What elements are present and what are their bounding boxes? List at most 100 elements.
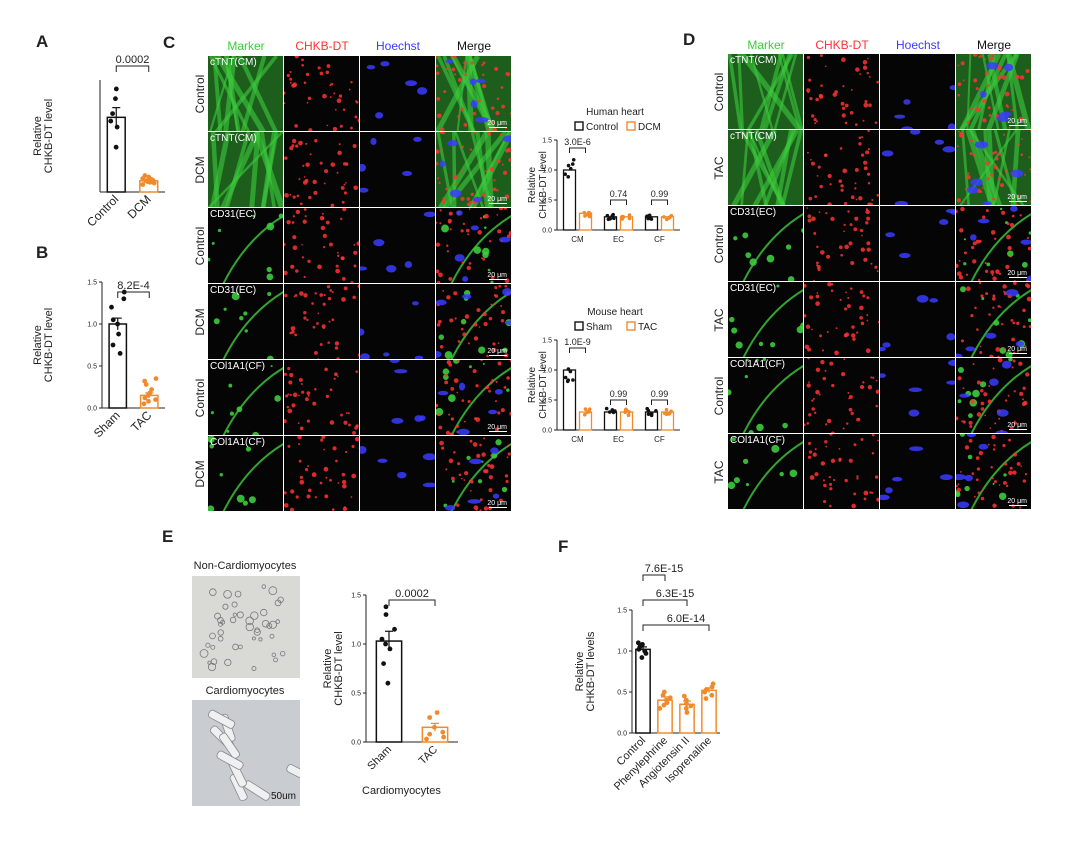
nucleus [996, 409, 1009, 417]
red-spot [325, 70, 330, 75]
red-spot [839, 298, 842, 301]
red-spot [301, 243, 303, 246]
micrograph-image [806, 130, 879, 205]
red-spot [329, 96, 332, 98]
nucleus [494, 389, 503, 395]
green-spot [208, 257, 211, 262]
red-spot [306, 318, 309, 322]
red-spot [299, 426, 304, 431]
red-spot [816, 245, 819, 249]
fiber [438, 132, 490, 207]
red-spot [815, 301, 820, 306]
data-point [703, 696, 709, 701]
red-spot [488, 316, 493, 321]
red-spot [337, 254, 340, 258]
data-point [153, 397, 158, 402]
red-spot [320, 225, 326, 231]
bar-sham-ec [603, 411, 618, 431]
marker-label: CD31(EC) [730, 283, 777, 294]
red-spot [464, 471, 469, 476]
red-spot [862, 381, 865, 384]
vessel [742, 365, 803, 433]
red-spot [342, 208, 347, 212]
p-value-label: 6.0E-14 [667, 613, 706, 625]
red-spot [867, 385, 873, 390]
green-spot [1028, 231, 1031, 235]
micrograph-image [436, 56, 511, 131]
red-spot [875, 389, 879, 394]
red-spot [1007, 246, 1012, 251]
red-spot [876, 80, 879, 84]
data-point [424, 736, 429, 742]
red-spot [1015, 204, 1019, 205]
p-value-label: 0.0002 [395, 588, 429, 600]
red-spot [494, 294, 499, 298]
green-spot [744, 374, 748, 379]
micrograph-cell: 20 μm [436, 436, 512, 512]
red-spot [484, 469, 489, 474]
red-spot [505, 148, 510, 153]
scale-bar-label: 20 μm [1007, 346, 1027, 353]
red-spot [294, 333, 297, 337]
red-spot [355, 424, 359, 428]
red-spot [504, 284, 508, 288]
red-spot [325, 220, 330, 225]
red-spot [335, 268, 340, 274]
data-point [605, 213, 610, 218]
red-spot [499, 498, 503, 503]
red-spot [478, 99, 481, 103]
red-spot [869, 491, 872, 494]
red-spot [482, 257, 486, 261]
red-spot [1028, 156, 1031, 159]
fiber [986, 130, 996, 205]
fiber [777, 54, 801, 129]
red-spot [850, 88, 853, 91]
micrograph-cell [284, 56, 360, 132]
red-spot [992, 367, 995, 370]
red-spot [842, 168, 848, 174]
red-spot [289, 146, 294, 151]
red-spot [874, 475, 879, 479]
red-spot [1013, 282, 1017, 285]
red-spot [859, 305, 864, 311]
red-spot [437, 413, 441, 417]
cell [277, 596, 284, 603]
red-spot [311, 302, 314, 305]
cell [275, 619, 281, 624]
nucleus [422, 482, 435, 488]
red-spot [805, 324, 811, 329]
red-spot [476, 308, 481, 313]
nucleus [380, 61, 390, 67]
column-header-marker: Marker [747, 38, 785, 52]
nucleus [449, 189, 462, 198]
cell [209, 632, 216, 640]
marker-label: CD31(EC) [730, 207, 777, 218]
red-spot [286, 73, 290, 78]
p-value-label: 0.99 [651, 189, 669, 199]
red-spot [284, 156, 288, 160]
column-header-hoechst: Hoechst [375, 39, 421, 53]
red-spot [960, 471, 962, 473]
nucleus [939, 474, 953, 481]
red-spot [840, 371, 846, 377]
red-spot [804, 314, 807, 318]
data-point [710, 681, 716, 687]
x-tick-label: CM [571, 435, 584, 444]
green-spot [986, 262, 991, 267]
red-spot [845, 291, 847, 294]
red-spot [344, 162, 349, 166]
red-spot [961, 420, 963, 422]
red-spot [844, 478, 848, 483]
nucleus [472, 196, 483, 203]
red-spot [298, 459, 302, 463]
green-spot [758, 341, 764, 347]
red-spot [488, 389, 491, 393]
nucleus [454, 254, 465, 262]
data-point [117, 351, 123, 356]
red-spot [469, 439, 473, 443]
red-spot [970, 245, 975, 250]
red-spot [969, 152, 973, 156]
red-spot [335, 264, 339, 268]
